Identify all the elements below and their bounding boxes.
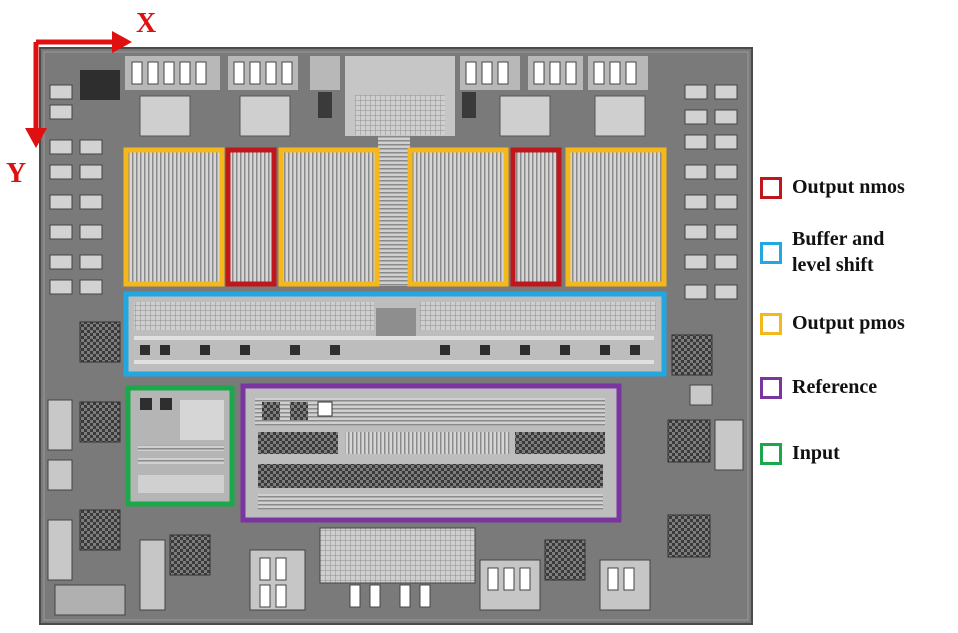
legend-item-output-nmos: Output nmos (760, 174, 905, 200)
legend-label-input: Input (792, 442, 840, 464)
left-pads (49, 84, 103, 295)
legend-swatch-reference (760, 377, 782, 399)
legend-label-output-pmos: Output pmos (792, 312, 905, 334)
output-nmos-arrays (230, 152, 557, 282)
legend-label-output-nmos: Output nmos (792, 176, 905, 198)
legend-swatch-input (760, 443, 782, 465)
y-axis-label: Y (6, 158, 27, 189)
axis-arrows (25, 31, 132, 148)
legend-item-output-pmos: Output pmos (760, 310, 905, 336)
highlight-output-pmos (123, 147, 667, 287)
highlight-input (125, 385, 235, 507)
legend-label-buffer-level-shift: Buffer and level shift (792, 228, 885, 276)
bottom-pads (139, 527, 651, 611)
legend-swatch-buffer-level-shift (760, 242, 782, 264)
legend-swatch-output-nmos (760, 177, 782, 199)
highlight-reference (240, 383, 622, 523)
buffer-level-shift-block (128, 296, 662, 372)
legend-item-reference: Reference (760, 374, 877, 400)
x-axis-label: X (136, 8, 157, 39)
highlight-output-nmos (225, 147, 562, 287)
input-block (130, 390, 230, 502)
right-pads (684, 84, 738, 300)
legend-item-input: Input (760, 440, 840, 466)
top-pads (80, 56, 648, 137)
output-pmos-arrays (128, 152, 662, 282)
legend-label-reference: Reference (792, 376, 878, 398)
legend-swatch-output-pmos (760, 313, 782, 335)
legend-item-buffer-level-shift: Buffer and level shift (760, 226, 884, 278)
reference-block (245, 388, 617, 518)
highlight-buffer-level-shift (123, 291, 667, 377)
